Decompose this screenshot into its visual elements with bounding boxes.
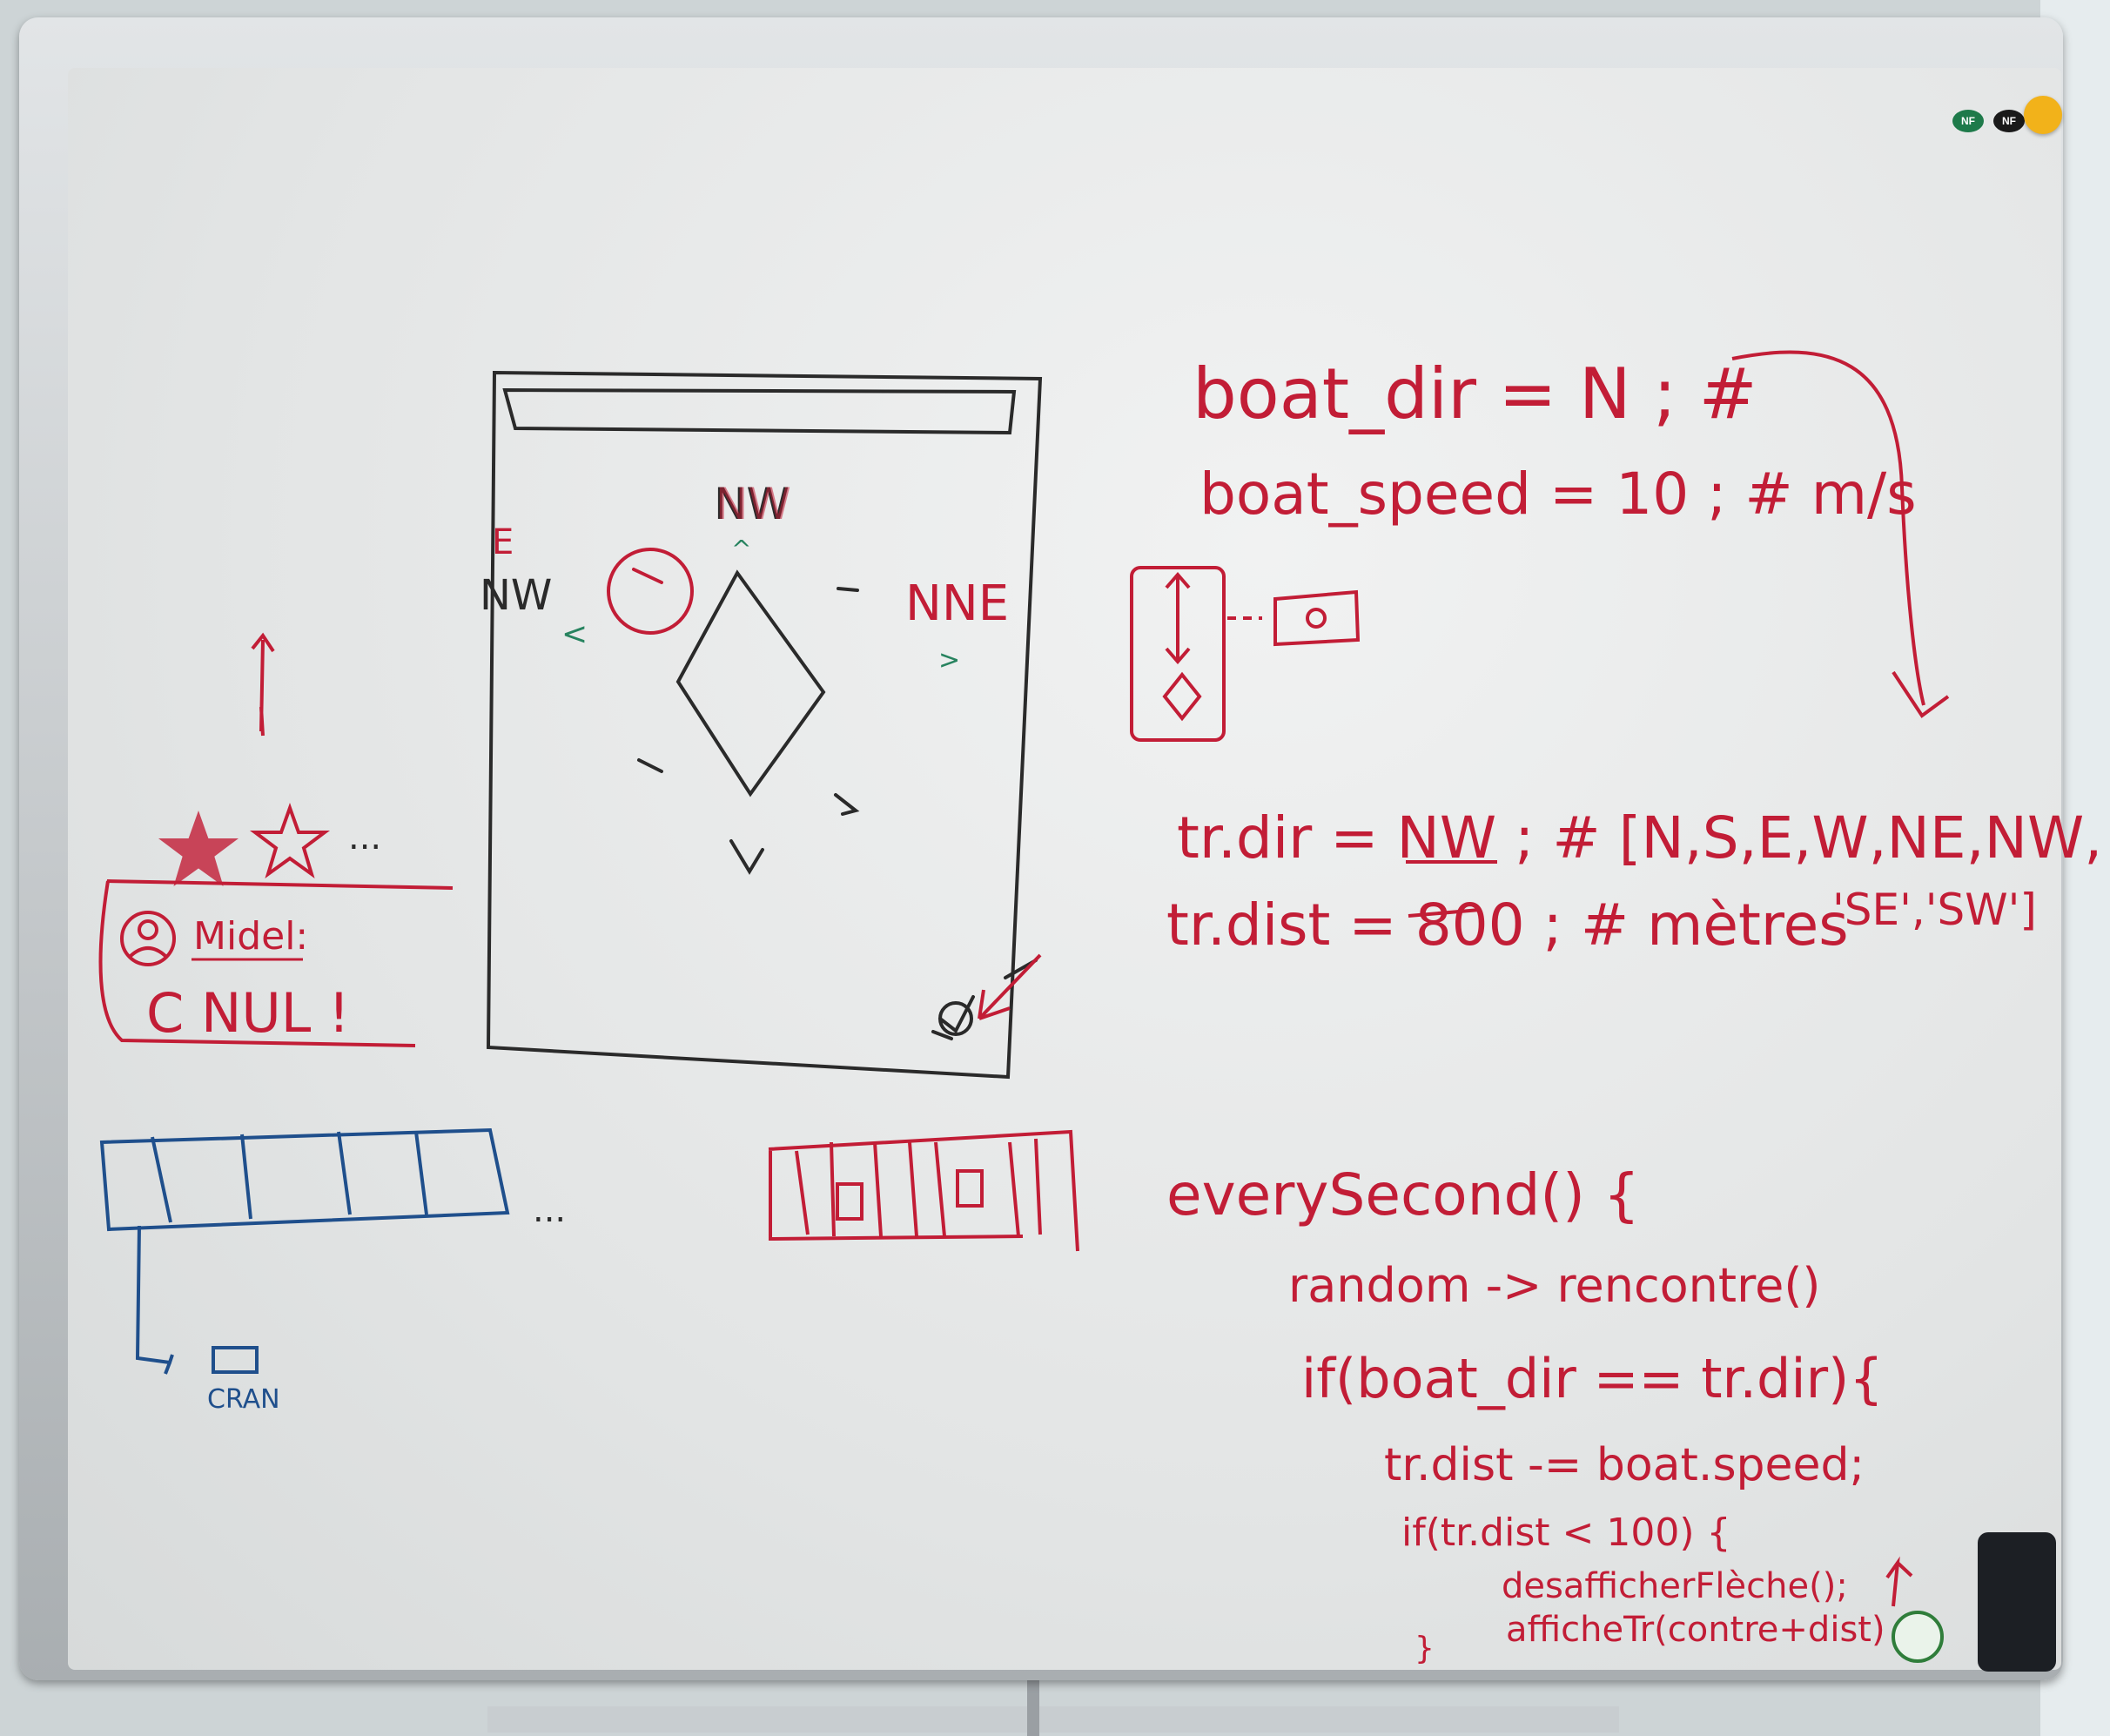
mockup-right-label: NNE xyxy=(905,575,1009,632)
up-arrow-icon xyxy=(251,632,275,737)
boat-dir-line: boat_dir = N ; # xyxy=(1193,353,1757,434)
cran-label: CRAN xyxy=(207,1384,280,1415)
mockup-top-bar xyxy=(502,387,1017,435)
arrow-mark-left: < xyxy=(561,616,588,652)
sun-icon xyxy=(931,959,1038,1040)
compass-needle xyxy=(632,568,663,584)
stand-pole xyxy=(1027,1680,1039,1736)
comment-author: Midel: xyxy=(193,914,308,959)
rating-ellipsis: ... xyxy=(348,818,381,858)
strip-dividers xyxy=(151,1131,428,1223)
star-filled-icon xyxy=(158,811,239,887)
flow-arrow-icon xyxy=(1731,350,1950,718)
item-strip-dividers xyxy=(795,1138,1042,1237)
small-diamond-icon xyxy=(1162,671,1202,722)
mockup-left-label-top: E xyxy=(492,522,514,562)
double-arrow-icon xyxy=(1165,571,1191,665)
pirate-flag-icon xyxy=(1273,589,1361,647)
value-underlines xyxy=(1406,860,1497,918)
item-strip-outline xyxy=(768,1129,1079,1252)
stand-base xyxy=(487,1706,1619,1733)
code-dist-decrement: tr.dist -= boat.speed; xyxy=(1384,1439,1865,1491)
mini-screen-icon xyxy=(212,1346,259,1374)
boat-diamond-icon xyxy=(675,569,826,797)
left-panel xyxy=(98,632,454,1047)
arrow-mark-right: > xyxy=(938,645,960,676)
whiteboard-surface xyxy=(68,68,2061,1670)
bottom-strip xyxy=(99,1127,510,1375)
pointer-arrow-icon xyxy=(978,953,1042,1020)
direction-arrow-marks xyxy=(637,758,860,875)
code-desafficher: desafficherFlèche(); xyxy=(1502,1566,1848,1606)
nf-logo-right: NF xyxy=(1993,110,2025,132)
code-random: random -> rencontre() xyxy=(1288,1258,1820,1313)
tr-dir-line: tr.dir = NW ; # [N,S,E,W,NE,NW, xyxy=(1177,804,2102,871)
app-mockup xyxy=(486,370,1043,1080)
tr-dist-line: tr.dist = 800 ; # mètres xyxy=(1166,892,1849,959)
comment-divider xyxy=(106,879,454,890)
strip-outline xyxy=(99,1127,510,1232)
mockup-left-label: NW xyxy=(480,571,552,620)
comment-box xyxy=(98,880,416,1047)
yellow-magnet xyxy=(2024,96,2062,134)
tr-dir-options-line: 'SE','SW'] xyxy=(1832,885,2037,935)
small-up-arrow-icon xyxy=(1885,1556,1913,1607)
phone-sketch-outline xyxy=(1130,566,1226,742)
item-chest-icon-2 xyxy=(956,1169,984,1208)
code-affiche: afficheTr(contre+dist) xyxy=(1506,1610,1885,1650)
item-chest-icon-1 xyxy=(836,1182,863,1221)
strip-ellipsis: ... xyxy=(533,1190,566,1230)
compass-circle-icon xyxy=(607,548,694,635)
eco-label-logo xyxy=(1892,1611,1944,1663)
arrow-mark-up: ^ xyxy=(731,535,751,563)
whiteboard-frame xyxy=(19,17,2063,1680)
comment-text: C NUL ! xyxy=(146,981,350,1045)
skull-icon xyxy=(1306,608,1327,629)
code-everysecond: everySecond() { xyxy=(1166,1161,1640,1228)
tick-mark xyxy=(837,587,859,592)
code-if-dir: if(boat_dir == tr.dir){ xyxy=(1301,1347,1884,1410)
avatar-icon xyxy=(120,911,176,966)
avatar-head xyxy=(138,919,158,940)
mockup-top-label-overwrite: NW xyxy=(716,479,791,529)
avatar-body xyxy=(129,946,167,958)
mockup-outline xyxy=(486,370,1043,1080)
mockup-top-label: NW xyxy=(714,479,790,529)
nf-logo-left: NF xyxy=(1952,110,1984,132)
code-if-dist: if(tr.dist < 100) { xyxy=(1401,1511,1730,1555)
code-closing-brace: } xyxy=(1415,1631,1435,1666)
boat-speed-line: boat_speed = 10 ; # m/s xyxy=(1199,461,1917,528)
marker-tray xyxy=(1978,1532,2056,1672)
boat-direction-sketch xyxy=(1130,566,1361,742)
star-empty-icon xyxy=(250,803,330,879)
link-arrow-icon xyxy=(135,1225,174,1375)
item-strip xyxy=(768,1129,1079,1252)
